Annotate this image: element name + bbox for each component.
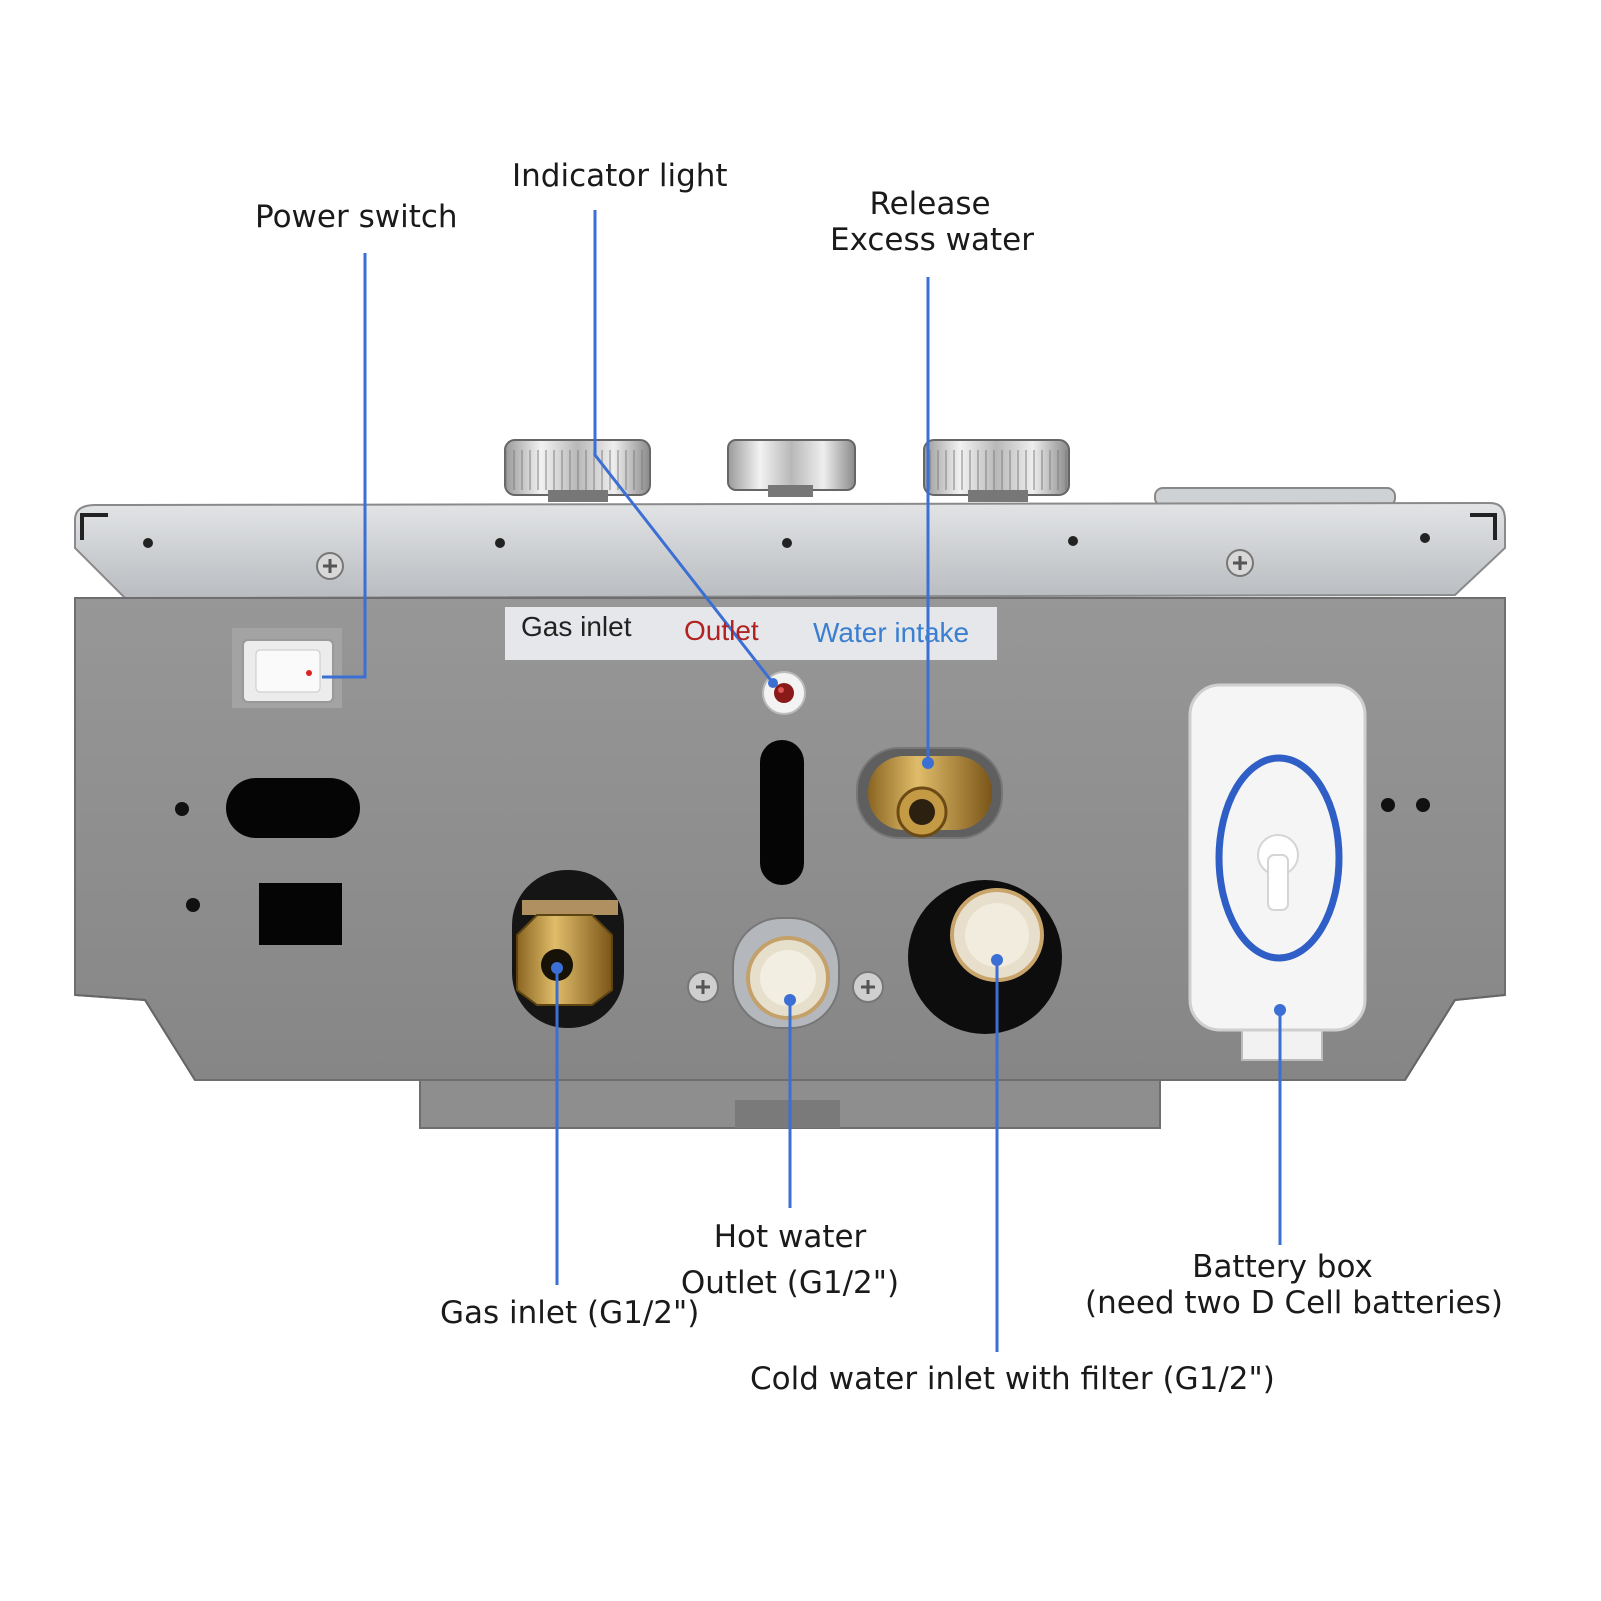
top-plate-screw-left: [316, 552, 344, 580]
label-hot-water-outlet: Hot water Outlet (G1/2"): [680, 1215, 900, 1307]
top-knob-right: [923, 439, 1070, 502]
release-valve: [856, 747, 1003, 839]
strip-label-outlet: Outlet: [684, 615, 759, 646]
strip-label-water-intake: Water intake: [813, 617, 970, 648]
left-oval-cutout: [226, 778, 360, 838]
top-plate: [74, 501, 1506, 600]
power-switch: [232, 628, 342, 708]
label-release-line1: Release: [869, 186, 991, 222]
label-release-line2: Excess water: [830, 221, 1034, 258]
top-plate-screw-right: [1226, 549, 1254, 577]
label-hot-water-line1: Hot water: [713, 1219, 867, 1255]
strip-label-gas-inlet: Gas inlet: [521, 611, 632, 642]
left-square-cutout: [259, 883, 342, 945]
leader-lines: [322, 210, 1282, 1352]
top-knob-left: [504, 439, 651, 502]
label-battery-box: Battery box (need two D Cell batteries): [1085, 1249, 1504, 1321]
label-cold-water-inlet: Cold water inlet with filter (G1/2"): [750, 1361, 1275, 1397]
top-plate-holes: [143, 533, 1430, 548]
label-power-switch: Power switch: [255, 199, 458, 235]
label-release-excess-water: Release Excess water: [830, 186, 1034, 258]
cold-water-inlet-fitting: [908, 880, 1062, 1034]
label-gas-inlet: Gas inlet (G1/2"): [440, 1295, 700, 1331]
top-knob-center: [727, 439, 856, 497]
gas-inlet-fitting: [512, 870, 624, 1028]
vertical-slot: [760, 740, 804, 885]
panel-label-strip: [505, 607, 997, 660]
label-hot-water-line2: Outlet (G1/2"): [680, 1264, 900, 1301]
battery-box: [1188, 683, 1367, 1061]
label-battery-line2: (need two D Cell batteries): [1085, 1284, 1504, 1321]
hot-water-outlet-fitting: [687, 917, 884, 1029]
label-battery-line1: Battery box: [1192, 1249, 1373, 1285]
label-indicator-light: Indicator light: [512, 158, 728, 194]
